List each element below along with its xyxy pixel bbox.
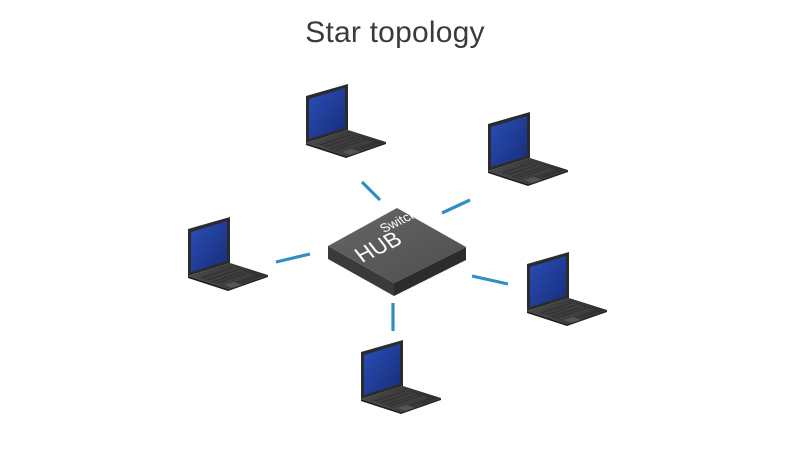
connections	[275, 180, 509, 331]
laptop-icon	[360, 339, 442, 415]
laptop-icon	[187, 216, 269, 292]
link-right	[471, 274, 509, 286]
laptop-icon	[487, 111, 569, 187]
diagram-title: Star topology	[305, 16, 485, 49]
hub-icon: Switch HUB	[328, 207, 466, 296]
link-left	[275, 252, 311, 264]
link-top-left	[360, 180, 382, 202]
laptop-icon	[526, 251, 608, 327]
link-top-right	[441, 198, 471, 215]
laptop-icon	[305, 83, 387, 159]
